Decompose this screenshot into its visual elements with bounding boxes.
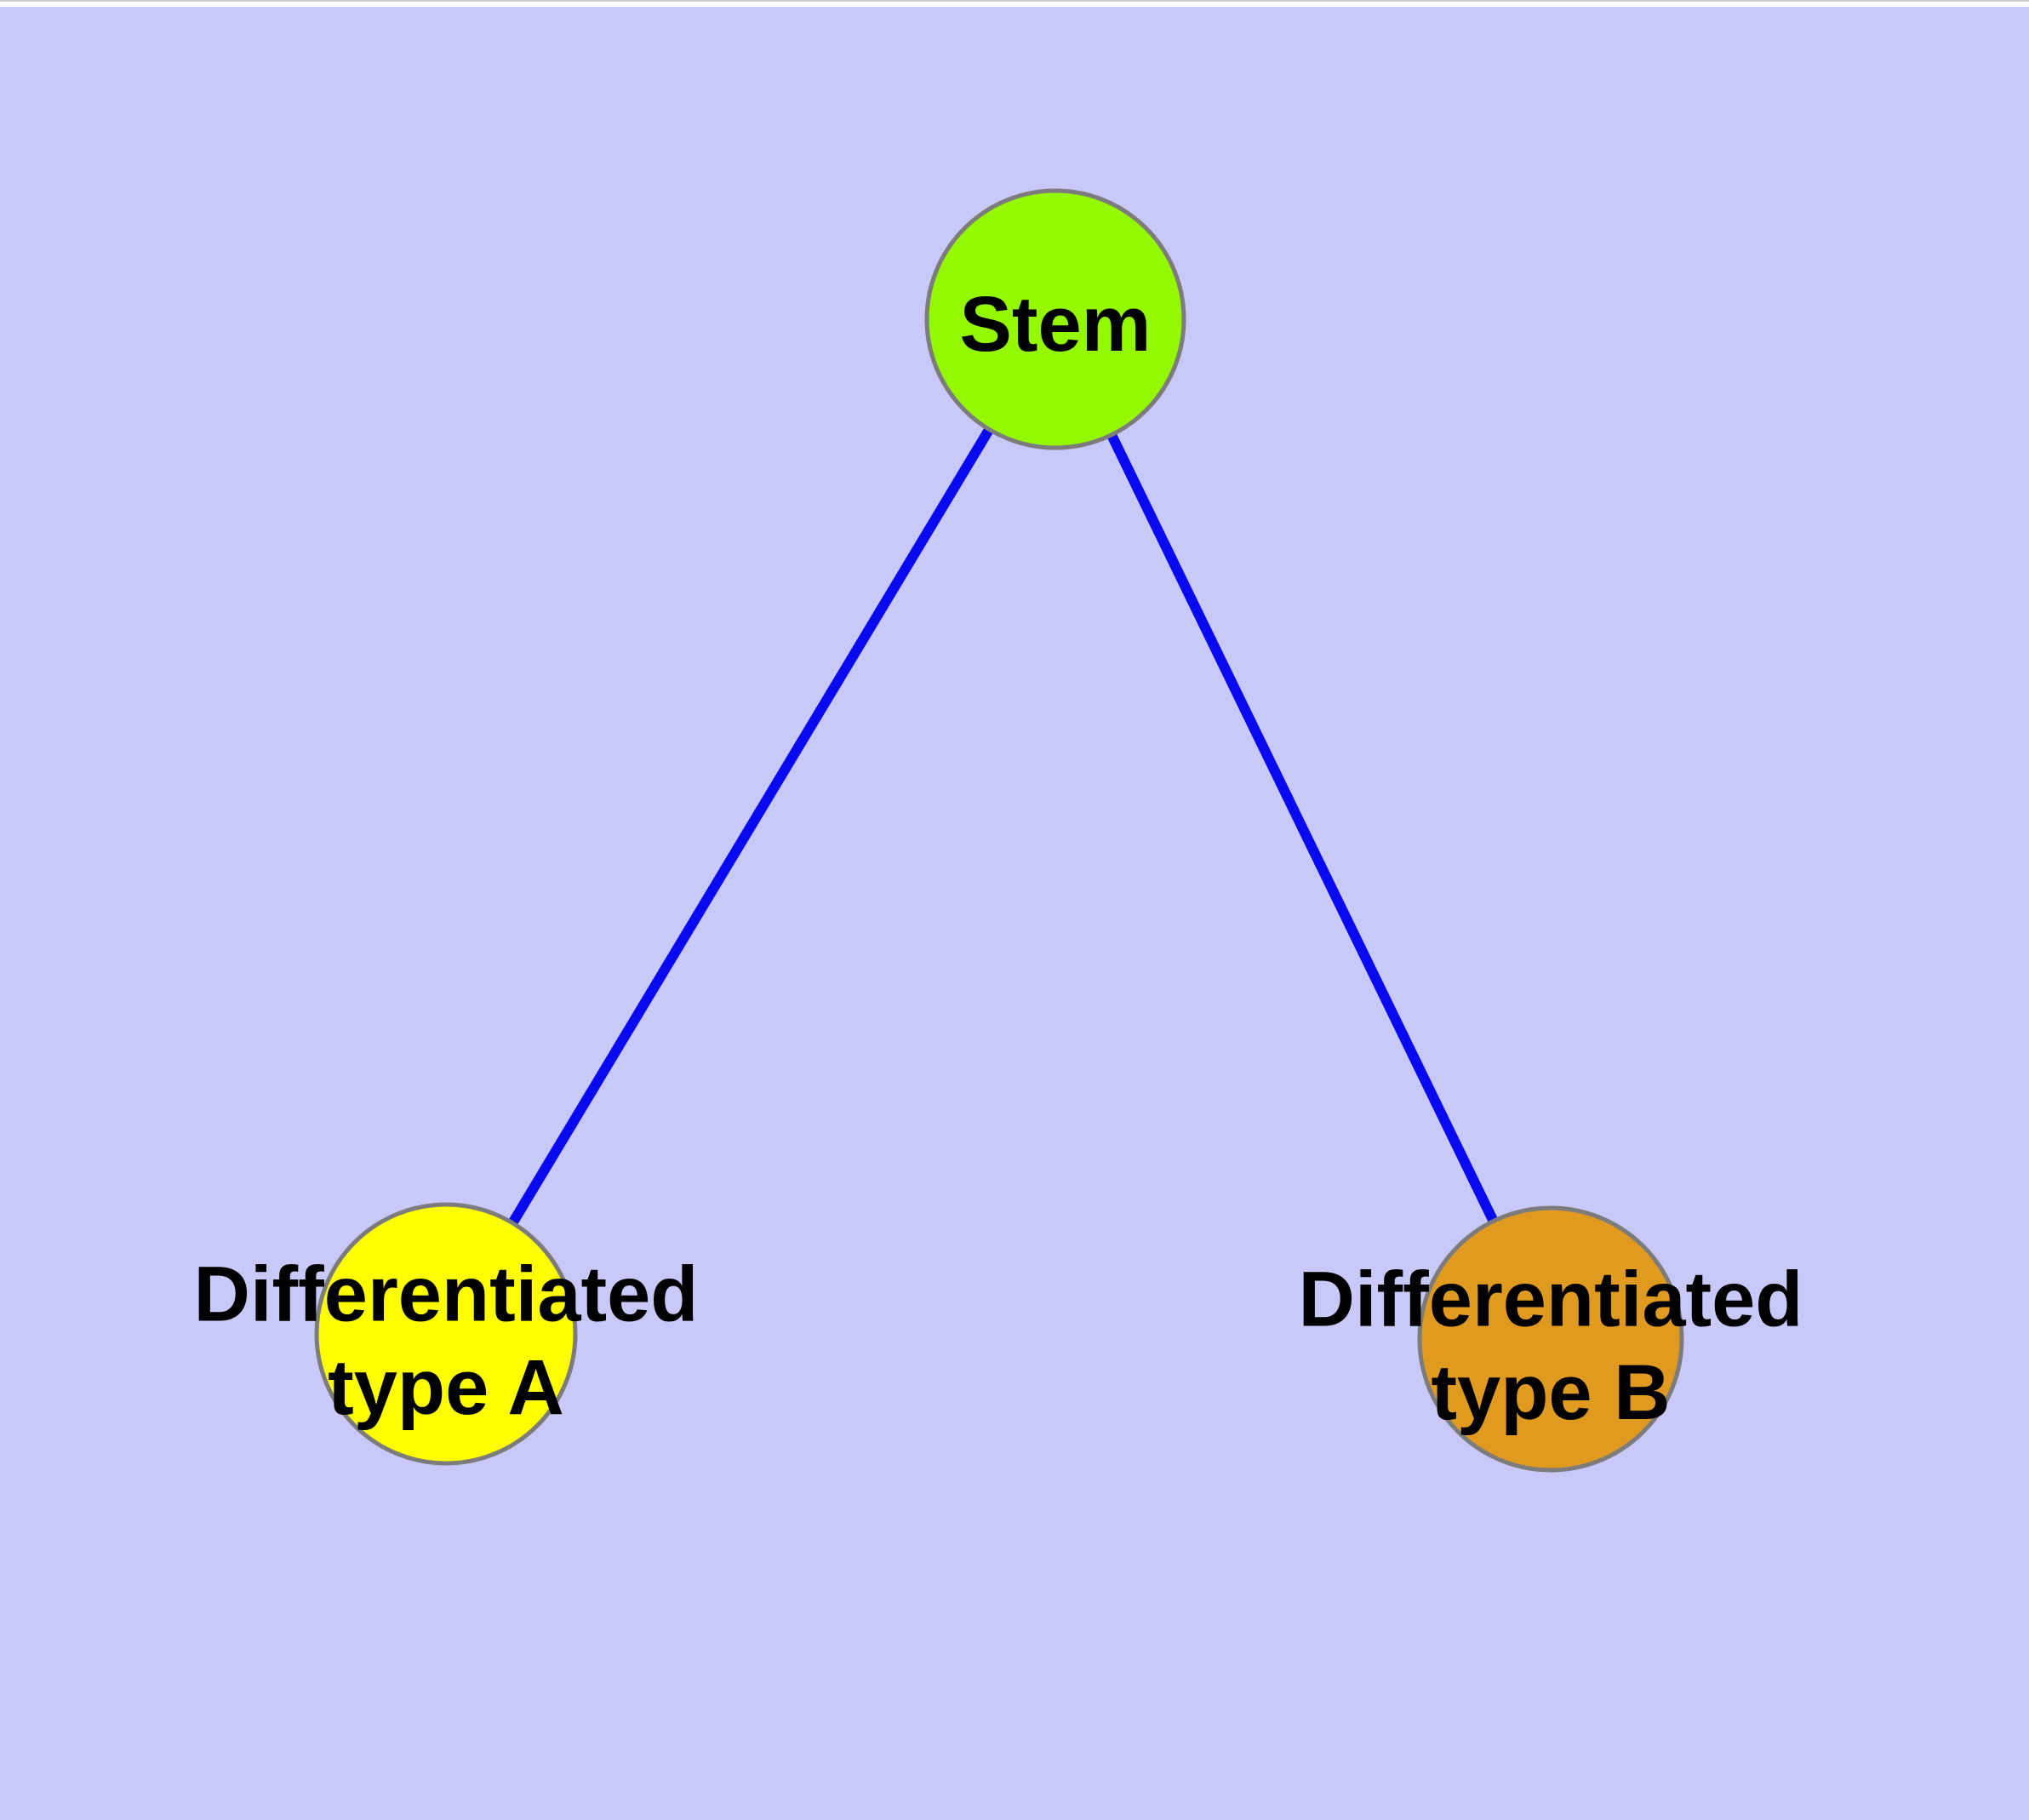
node-type-b-circle: [1417, 1205, 1684, 1473]
edge-stem-to-type-a: [441, 316, 1060, 1337]
top-border-line: [0, 0, 2029, 2]
top-white-strip: [0, 0, 2029, 7]
edge-stem-to-type-b: [1050, 317, 1556, 1342]
node-stem-circle: [924, 188, 1186, 450]
node-type-b-label-line: type B: [1431, 1349, 1670, 1436]
node-type-a-circle: [314, 1202, 578, 1466]
node-stem-label-line: Stem: [960, 281, 1152, 368]
node-stem-label: Stem: [960, 281, 1152, 368]
node-type-a-label-line: type A: [328, 1344, 564, 1431]
node-type-a-label-line: Differentiated: [194, 1251, 699, 1337]
node-type-b-label-line: Differentiated: [1299, 1256, 1803, 1342]
